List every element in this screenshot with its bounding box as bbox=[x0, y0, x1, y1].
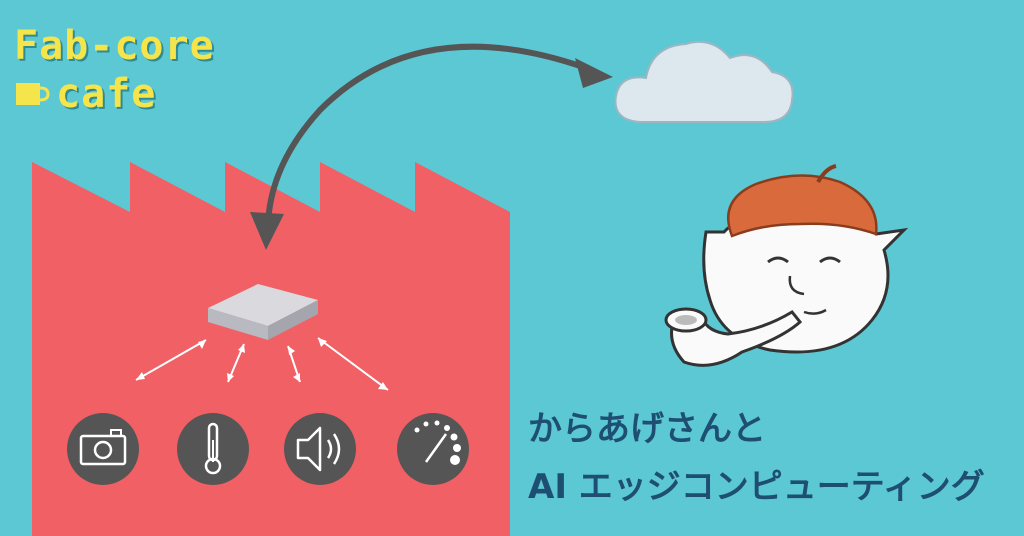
arrowhead-to-device bbox=[250, 212, 284, 250]
thermometer-icon bbox=[177, 413, 249, 485]
logo-line2: cafe bbox=[56, 71, 157, 117]
headline-line2: AI エッジコンピューティング bbox=[528, 467, 985, 507]
factory-building bbox=[32, 162, 510, 536]
cloud-icon bbox=[614, 40, 794, 123]
arrowhead-to-cloud bbox=[575, 58, 613, 88]
speaker-icon bbox=[284, 413, 356, 485]
edge-device-icon bbox=[208, 284, 318, 340]
logo-line1: Fab-core bbox=[14, 23, 215, 69]
headline: からあげさんと AI エッジコンピューティング bbox=[528, 400, 985, 516]
gauge-icon bbox=[397, 413, 469, 485]
camera-icon bbox=[67, 413, 139, 485]
headline-line1: からあげさんと bbox=[528, 409, 766, 449]
cloud-edge-arrow bbox=[265, 43, 589, 228]
mascot-character bbox=[664, 164, 909, 367]
coffee-cup-icon bbox=[16, 83, 50, 105]
fab-core-cafe-logo: Fab-core cafe bbox=[14, 22, 215, 118]
